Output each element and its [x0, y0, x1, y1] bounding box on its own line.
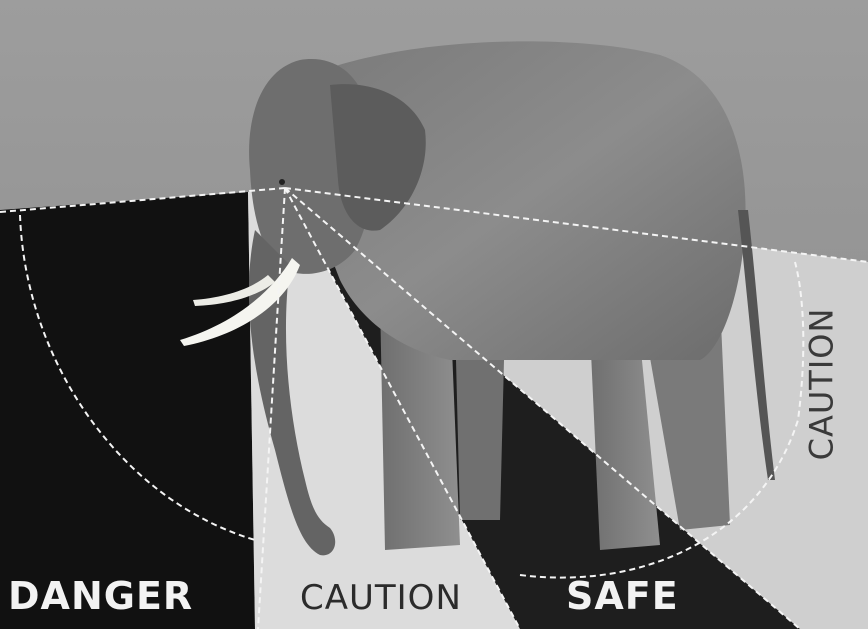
eye: [279, 179, 285, 185]
danger-label: DANGER: [8, 574, 193, 618]
safe-label: SAFE: [566, 574, 679, 618]
danger-zone: [0, 192, 255, 629]
caution-front-label: CAUTION: [300, 578, 462, 618]
caution-rear-label: CAUTION: [802, 308, 840, 461]
